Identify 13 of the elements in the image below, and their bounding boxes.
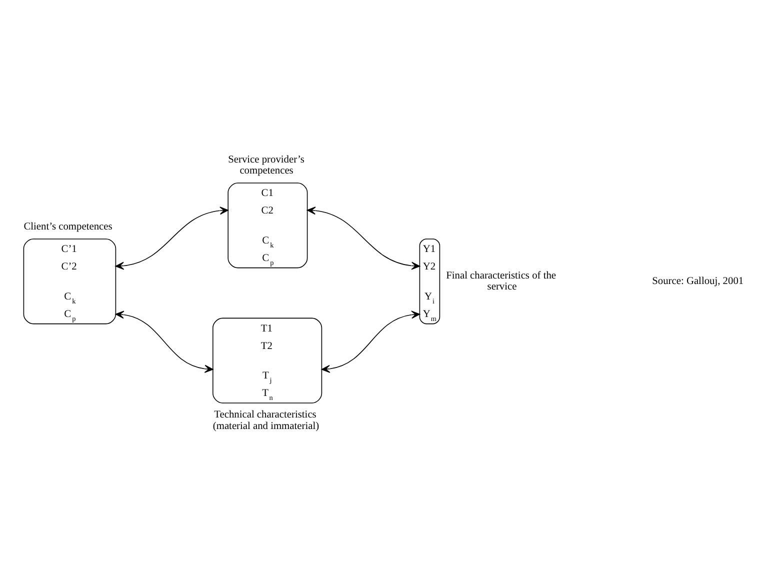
node-label: Technical characteristics (material and immaterial)	[212, 409, 320, 432]
node-label: Final characteristics of the service	[446, 270, 556, 292]
node-box: C’1 C’2 C$_{k}$ C$_{p}$	[23, 238, 116, 324]
arrow	[321, 310, 420, 372]
node-box: Y1 Y2 Y$_{i}$ Y$_{m}$	[419, 238, 440, 324]
arrow	[115, 310, 214, 372]
arrow	[115, 206, 228, 270]
arrow	[306, 206, 420, 270]
label: Source: Gallouj, 2001	[652, 276, 744, 287]
node-box: C1 C2 C$_{k}$ C$_{p}$	[228, 182, 308, 268]
node-label: Client’s competences	[24, 221, 112, 232]
node-label: Service provider’s competences	[228, 154, 304, 176]
node-box: T1 T2 T$_{j}$ T$_{n}$	[212, 317, 322, 403]
